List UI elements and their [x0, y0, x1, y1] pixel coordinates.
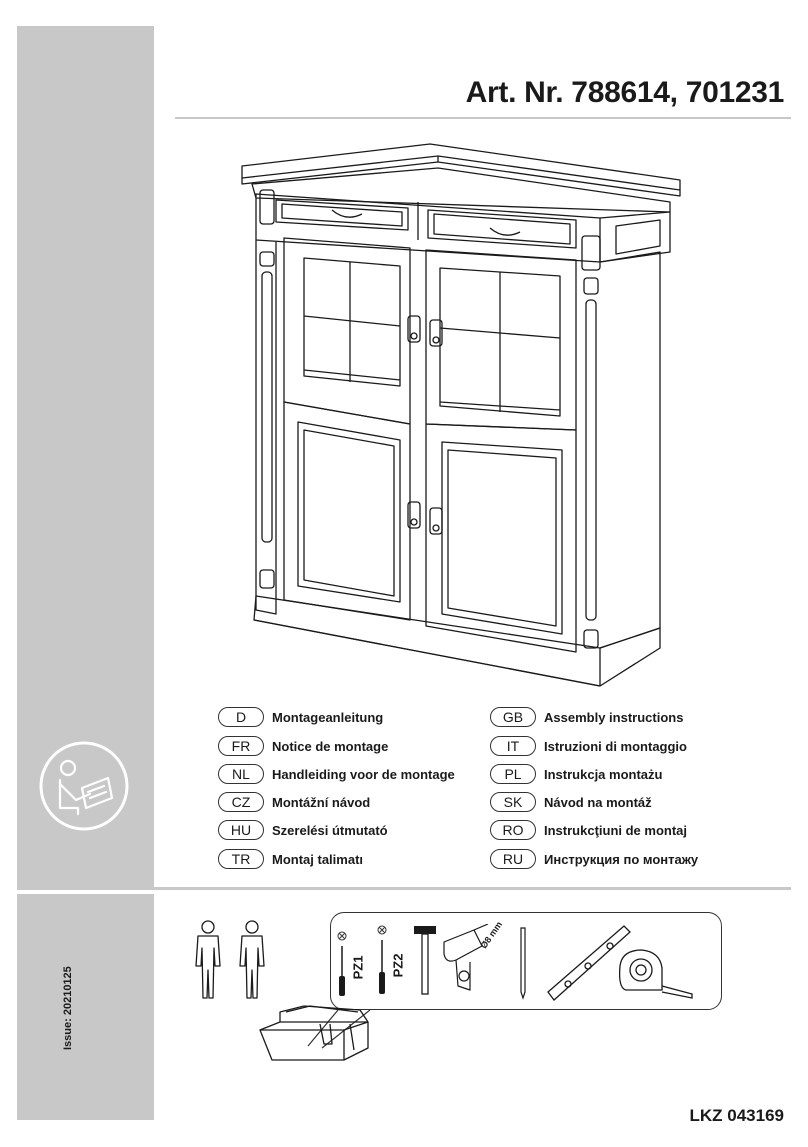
language-code-badge: FR: [218, 736, 264, 756]
language-code-badge: RU: [490, 849, 536, 869]
pz1-label: PZ1: [350, 955, 366, 980]
section-divider: [17, 887, 791, 890]
language-row-ro: RO Instrukcţiuni de montaj: [490, 819, 687, 841]
sidebar-panel-bottom: [17, 894, 154, 1120]
language-row-ru: RU Инструкция по монтажу: [490, 848, 698, 870]
hammer-icon: [414, 926, 436, 995]
language-row-pl: PL Instrukcja montażu: [490, 763, 662, 785]
language-code-badge: TR: [218, 849, 264, 869]
language-title: Montageanleitung: [272, 709, 384, 725]
language-title: Szerelési útmutató: [272, 822, 388, 838]
language-row-d: D Montageanleitung: [218, 706, 383, 728]
language-title: Notice de montage: [272, 738, 389, 754]
language-title: Assembly instructions: [544, 709, 684, 725]
tools-panel: [330, 912, 722, 1010]
language-code-badge: HU: [218, 820, 264, 840]
document-code: LKZ 043169: [689, 1106, 785, 1125]
language-title: Instrukcja montażu: [544, 766, 663, 782]
title-underline: [175, 117, 791, 119]
read-manual-icon: [39, 741, 129, 831]
language-title: Инструкция по монтажу: [544, 851, 699, 867]
pz2-label: PZ2: [390, 953, 406, 978]
language-title: Montaj talimatı: [272, 851, 364, 867]
language-row-nl: NL Handleiding voor de montage: [218, 763, 455, 785]
issue-date: Issue: 20210125: [62, 966, 74, 1050]
language-title: Montážní návod: [272, 794, 371, 810]
language-code-badge: GB: [490, 707, 536, 727]
language-title: Handleiding voor de montage: [272, 766, 455, 782]
language-code-badge: IT: [490, 736, 536, 756]
language-title: Instrukcţiuni de montaj: [544, 822, 688, 838]
language-code-badge: NL: [218, 764, 264, 784]
two-persons-icon: [195, 920, 265, 999]
language-row-tr: TR Montaj talimatı: [218, 848, 363, 870]
screwdriver-pz2-icon: [377, 925, 387, 994]
language-row-hu: HU Szerelési útmutató: [218, 819, 388, 841]
tape-measure-icon: [618, 949, 693, 999]
drill-icon: [443, 924, 489, 991]
language-title: Istruzioni di montaggio: [544, 738, 687, 754]
language-row-cz: CZ Montážní návod: [218, 791, 370, 813]
language-row-sk: SK Návod na montáž: [490, 791, 652, 813]
language-title: Návod na montáž: [544, 794, 652, 810]
language-code-badge: D: [218, 707, 264, 727]
toolbox-icon: [259, 1005, 369, 1061]
language-code-badge: RO: [490, 820, 536, 840]
language-row-it: IT Istruzioni di montaggio: [490, 735, 687, 757]
language-row-gb: GB Assembly instructions: [490, 706, 683, 728]
pencil-icon: [520, 927, 526, 1000]
cabinet-illustration: [241, 143, 681, 687]
language-code-badge: PL: [490, 764, 536, 784]
language-code-badge: CZ: [218, 792, 264, 812]
spirit-level-icon: [547, 925, 631, 1001]
language-row-fr: FR Notice de montage: [218, 735, 388, 757]
language-code-badge: SK: [490, 792, 536, 812]
article-number-title: Art. Nr. 788614, 701231: [465, 76, 785, 109]
screwdriver-pz1-icon: [337, 931, 347, 996]
